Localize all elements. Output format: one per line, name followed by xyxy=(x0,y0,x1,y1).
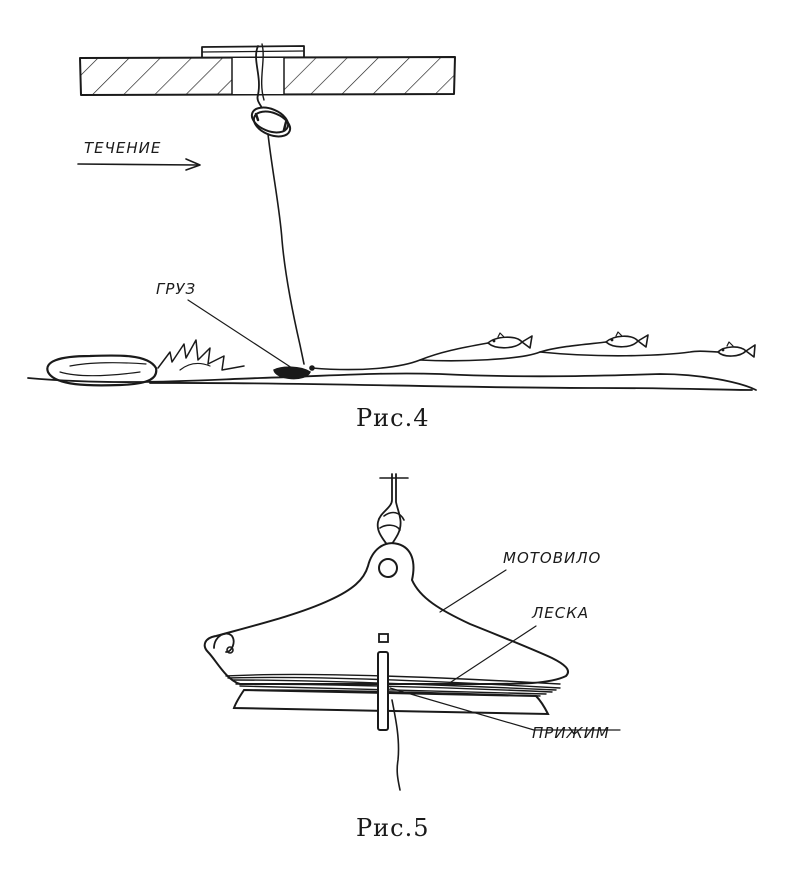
bait-fish-1-icon xyxy=(487,332,533,349)
current-arrow-icon xyxy=(77,158,201,171)
reel-lower-edge xyxy=(232,688,550,716)
clamp-pin xyxy=(377,651,389,731)
reel-hook-icon xyxy=(213,632,235,653)
line-tail xyxy=(391,699,401,791)
tip-up-line xyxy=(255,43,265,109)
bait-fish-3-icon xyxy=(717,341,756,358)
reel-slot xyxy=(378,633,389,643)
reel-hole-icon xyxy=(378,558,398,578)
weight-label: ГРУЗ xyxy=(156,280,196,298)
weight-leader-line xyxy=(187,299,293,369)
figure-5-caption: Рис.5 xyxy=(356,814,429,842)
current-label: ТЕЧЕНИЕ xyxy=(84,139,161,157)
ice-slab xyxy=(79,45,456,96)
spool-icon xyxy=(250,106,292,138)
clamp-label: ПРИЖИМ xyxy=(532,724,610,742)
figure-5: МОТОВИЛО ЛЕСКА ПРИЖИМ Рис.5 xyxy=(203,473,621,842)
figure-4: ТЕЧЕНИЕ ГРУЗ xyxy=(27,43,757,432)
stone-icon xyxy=(46,354,158,387)
water-weeds-icon xyxy=(157,339,245,371)
line-label: ЛЕСКА xyxy=(531,604,589,622)
bait-fish-2-icon xyxy=(605,331,649,348)
reel-leader-line xyxy=(439,569,507,613)
clamp-leader-line xyxy=(389,687,621,731)
riverbed-line xyxy=(27,372,757,391)
riverbed-lower-line xyxy=(149,381,753,391)
leader-lines xyxy=(311,341,719,371)
figure-4-caption: Рис.4 xyxy=(356,404,429,432)
reel-label: МОТОВИЛО xyxy=(503,549,601,567)
line-leader-line xyxy=(447,625,537,685)
reel-plate xyxy=(203,542,570,685)
fishing-line-vertical xyxy=(267,133,305,365)
